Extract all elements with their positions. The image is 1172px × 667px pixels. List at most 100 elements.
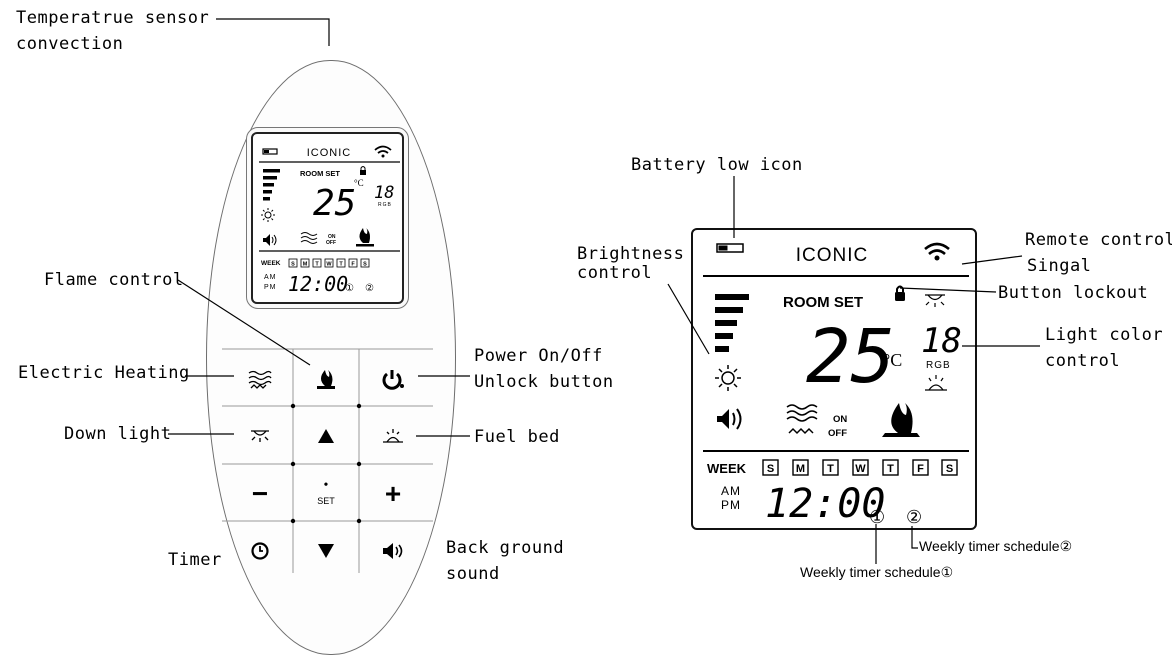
label-background-sound-line1: Back ground <box>446 538 565 558</box>
lcd-time: 12:00 <box>288 272 348 296</box>
lcd-rgb: RGB <box>378 202 392 208</box>
flame-icon <box>882 403 920 437</box>
sun-icon <box>261 208 275 222</box>
lcd-temperature: 25 <box>313 183 356 224</box>
minus-button[interactable]: − <box>225 464 295 524</box>
lock-icon <box>360 166 366 175</box>
big-day-7: S <box>946 463 953 475</box>
set-label: SET <box>317 496 335 506</box>
brightness-bars <box>263 169 280 201</box>
down-light-button[interactable] <box>225 406 295 466</box>
label-background-sound-line2: sound <box>446 563 500 584</box>
lock-icon <box>895 285 905 301</box>
brightness-bars <box>715 294 749 352</box>
speaker-icon <box>263 234 270 246</box>
wifi-icon <box>374 145 392 154</box>
big-lcd-schedule-2: ② <box>906 507 922 527</box>
timer-button[interactable] <box>225 521 295 581</box>
power-icon <box>382 370 404 390</box>
label-fuel-bed: Fuel bed <box>474 427 560 447</box>
label-temp-sensor-line2: convection <box>16 33 124 54</box>
day-4: W <box>326 262 332 268</box>
label-temp-sensor: Temperatrue sensor convection <box>16 6 209 57</box>
label-background-sound: Back ground sound <box>446 536 564 587</box>
down-button[interactable] <box>291 521 361 581</box>
battery-low-icon <box>262 148 278 155</box>
battery-low-icon <box>716 243 744 253</box>
speaker-icon <box>717 409 729 429</box>
lcd-schedule-2: ② <box>365 283 374 294</box>
label-timer: Timer <box>168 550 222 570</box>
fuel-bed-icon <box>383 429 403 443</box>
big-lcd-room-set: ROOM SET <box>783 294 863 311</box>
heat-icon <box>786 404 818 435</box>
label-power-line2: Unlock button <box>474 371 614 392</box>
lcd-on: ON <box>328 234 336 240</box>
day-7: S <box>363 262 367 268</box>
big-lcd-schedule-1: ① <box>869 507 885 527</box>
flame-icon <box>356 228 374 247</box>
up-arrow-icon <box>318 429 334 443</box>
big-day-6: F <box>917 463 924 475</box>
plus-button[interactable]: + <box>358 464 428 524</box>
remote-lcd-graphics: ICONIC ROOM SET 25 °C 18 RGB <box>259 145 400 296</box>
flame-icon <box>317 370 335 389</box>
big-lcd-off: OFF <box>828 428 847 439</box>
big-day-3: T <box>827 463 834 475</box>
flame-control-button[interactable] <box>291 349 361 409</box>
lcd-unit: °C <box>354 178 364 188</box>
lcd-room-set: ROOM SET <box>300 169 340 178</box>
big-day-2: M <box>796 463 805 475</box>
label-remote-signal: Remote control Singal <box>1025 228 1172 279</box>
label-light-color-line1: Light color <box>1045 325 1164 345</box>
label-remote-signal-line1: Remote control <box>1025 230 1172 250</box>
speaker-icon <box>383 543 403 559</box>
lcd-week: WEEK <box>261 260 281 267</box>
label-weekly-schedule-1: Weekly timer schedule① <box>800 564 954 580</box>
lcd-pm: PM <box>264 284 277 291</box>
down-light-icon <box>251 430 269 442</box>
label-battery-low: Battery low icon <box>631 155 803 175</box>
big-day-4: W <box>855 463 866 475</box>
down-light-icon <box>925 294 945 307</box>
down-arrow-icon <box>318 544 334 558</box>
day-boxes: S M T W T F S <box>288 258 370 268</box>
label-light-color: Light color control <box>1045 323 1163 374</box>
label-brightness-line2: control <box>577 262 653 283</box>
fuel-bed-button[interactable] <box>358 406 428 466</box>
minus-label: − <box>251 478 269 509</box>
fuel-bed-icon <box>925 375 947 391</box>
big-lcd-time: 12:00 <box>765 481 885 527</box>
big-lcd-pm: PM <box>721 498 741 512</box>
set-button[interactable]: • SET <box>317 478 335 507</box>
big-lcd-on: ON <box>833 414 847 425</box>
up-button[interactable] <box>291 406 361 466</box>
lcd-detail-graphics: ICONIC ROOM SET 25 °C 18 RGB <box>703 242 969 527</box>
label-light-color-line2: control <box>1045 350 1121 371</box>
lcd-schedule-1: ① <box>345 283 354 294</box>
big-lcd-color-code: 18 <box>921 321 962 361</box>
label-temp-sensor-line1: Temperatrue sensor <box>16 8 210 28</box>
sound-button[interactable] <box>358 521 428 581</box>
power-button[interactable] <box>358 349 428 409</box>
big-lcd-temperature: 25 <box>806 314 895 400</box>
heat-icon <box>248 370 272 389</box>
electric-heating-button[interactable] <box>225 349 295 409</box>
big-day-1: S <box>767 463 774 475</box>
lcd-am: AM <box>264 274 277 281</box>
lcd-brand: ICONIC <box>307 147 352 159</box>
label-down-light: Down light <box>64 424 172 444</box>
day-6: F <box>351 262 355 268</box>
label-weekly-schedule-2: Weekly timer schedule② <box>919 538 1073 554</box>
day-2: M <box>303 262 308 268</box>
day-1: S <box>291 262 295 268</box>
big-lcd-week: WEEK <box>707 461 747 476</box>
day-3: T <box>315 262 319 268</box>
wifi-icon <box>924 242 950 256</box>
day-5: T <box>339 262 343 268</box>
label-power-line1: Power On/Off <box>474 346 603 366</box>
label-brightness: Brightness control <box>577 245 684 282</box>
clock-icon <box>251 542 269 560</box>
